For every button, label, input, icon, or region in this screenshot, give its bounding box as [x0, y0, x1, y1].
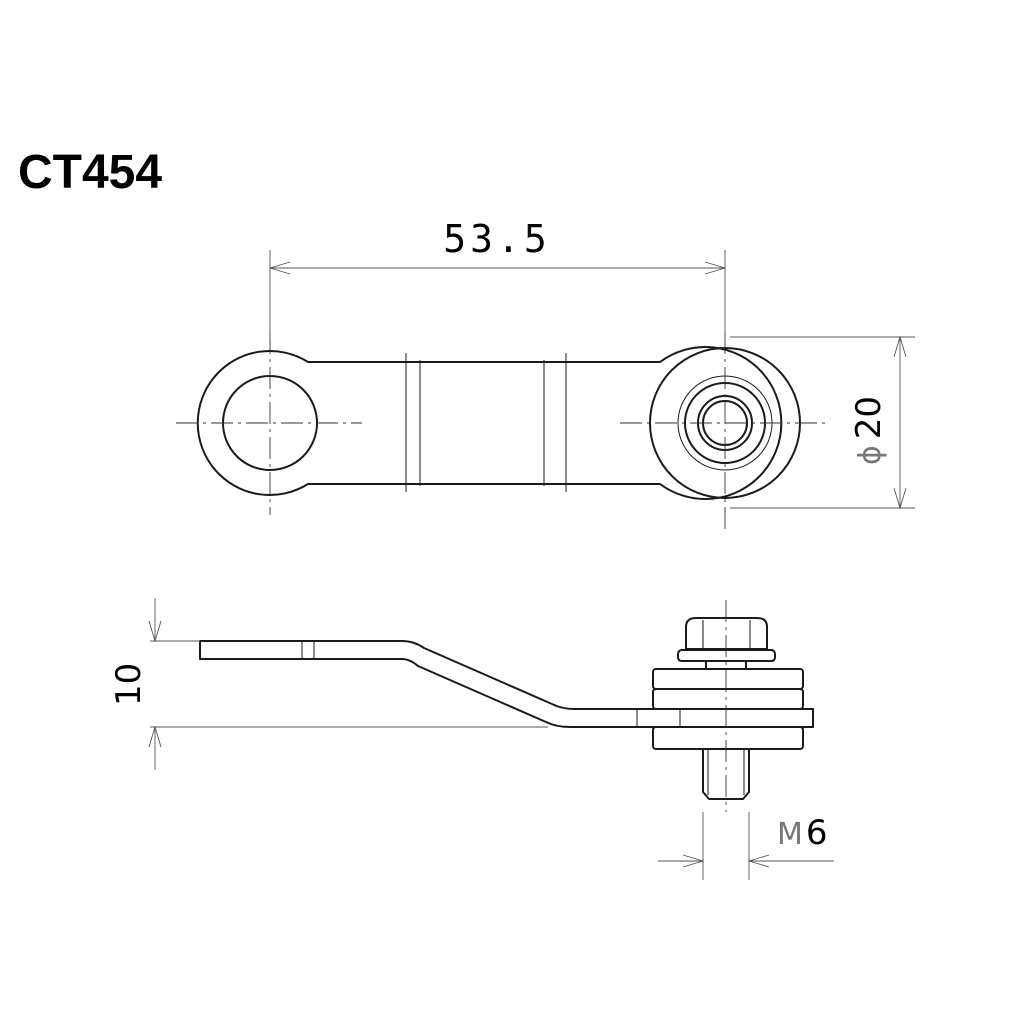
- diameter-label: ϕ 20: [849, 396, 889, 465]
- length-dimension: 53.5: [268, 217, 727, 340]
- arrowhead: [682, 854, 705, 868]
- arrowhead: [148, 620, 162, 643]
- diameter-dimension: ϕ 20: [730, 335, 915, 510]
- height-value: 10: [109, 663, 149, 706]
- side-view: [199, 600, 814, 812]
- part-number-title: CT454: [18, 146, 162, 199]
- arrowhead: [747, 854, 770, 868]
- bolt-flange: [677, 649, 776, 662]
- thread-label: M6: [777, 813, 828, 853]
- thread-size: 6: [806, 813, 828, 853]
- length-value: 53.5: [443, 217, 551, 261]
- threaded-stud: [702, 748, 750, 800]
- rubber-bushing: [652, 688, 804, 710]
- diameter-symbol: ϕ: [853, 445, 888, 465]
- bracket-side-profile: [199, 640, 814, 728]
- top-view: [176, 332, 830, 530]
- arrowhead: [268, 261, 291, 275]
- arrowhead: [148, 725, 162, 748]
- diameter-value: 20: [849, 396, 889, 439]
- height-dimension: 10: [109, 598, 548, 770]
- arrowhead: [704, 261, 727, 275]
- bracket-outline: [196, 346, 783, 500]
- arrowhead: [893, 487, 907, 510]
- lower-washer: [652, 726, 804, 750]
- thread-prefix: M: [777, 817, 803, 852]
- thread-dimension: M6: [658, 812, 834, 880]
- upper-washer: [652, 668, 804, 690]
- arrowhead: [893, 335, 907, 358]
- hex-bolt-head: [685, 617, 768, 650]
